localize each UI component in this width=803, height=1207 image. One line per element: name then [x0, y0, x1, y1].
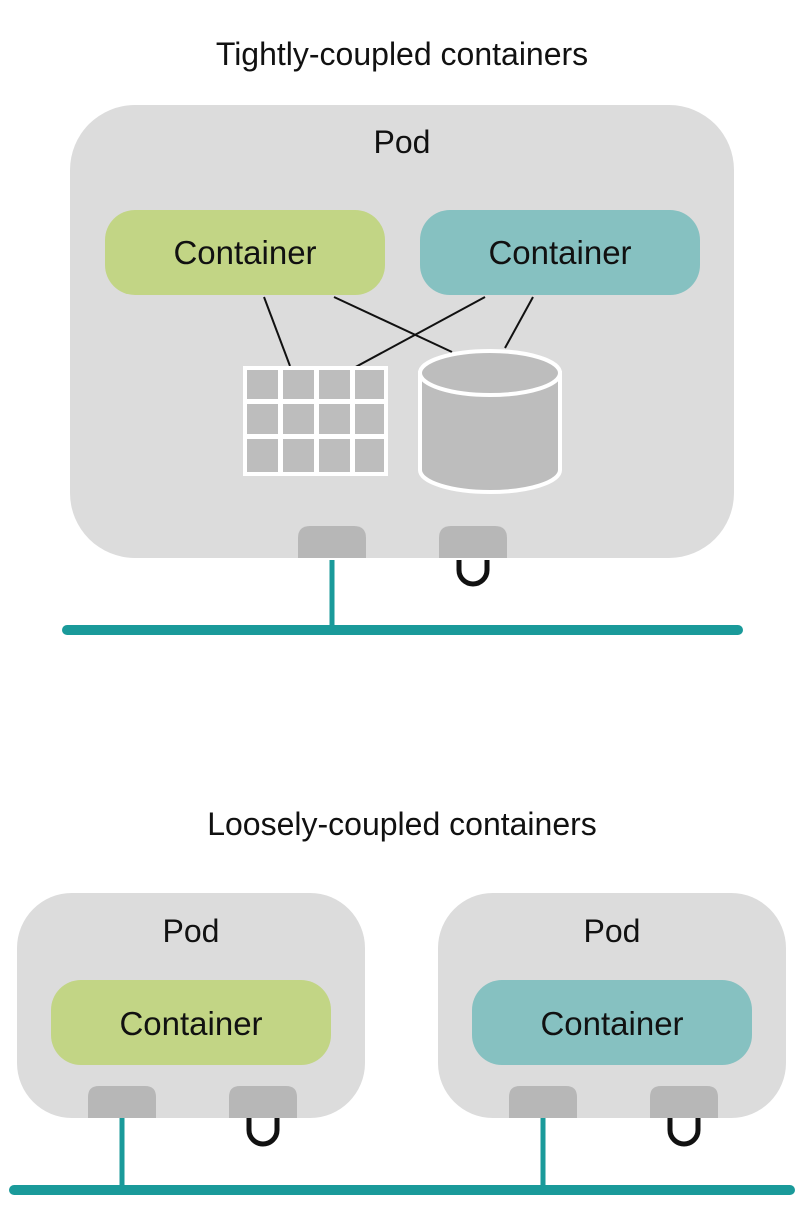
loose-title: Loosely-coupled containers: [207, 806, 597, 842]
container-label: Container: [540, 1005, 683, 1042]
loopback-port-base-icon: [229, 1086, 297, 1118]
container-teal: [420, 210, 700, 295]
container-label: Container: [488, 234, 631, 271]
loopback-port-icon: [456, 560, 490, 587]
pod-label: Pod: [163, 913, 220, 949]
pod-label: Pod: [374, 124, 431, 160]
container-green: [51, 980, 331, 1065]
network-port-icon: [509, 1086, 577, 1118]
database-cylinder-icon: [418, 349, 562, 494]
container-label: Container: [119, 1005, 262, 1042]
loopback-port-icon: [667, 1118, 701, 1147]
loopback-port-icon: [246, 1118, 280, 1147]
loopback-port-base-icon: [650, 1086, 718, 1118]
container-teal: [472, 980, 752, 1065]
pod-tight: [70, 105, 734, 558]
loopback-port-base-icon: [439, 526, 507, 558]
tight-title: Tightly-coupled containers: [216, 36, 588, 72]
container-green: [105, 210, 385, 295]
container-label: Container: [173, 234, 316, 271]
pod-label: Pod: [584, 913, 641, 949]
shared-resource-links: [263, 296, 534, 371]
file-grid-icon: [243, 366, 388, 476]
network-port-icon: [88, 1086, 156, 1118]
network-port-icon: [298, 526, 366, 558]
